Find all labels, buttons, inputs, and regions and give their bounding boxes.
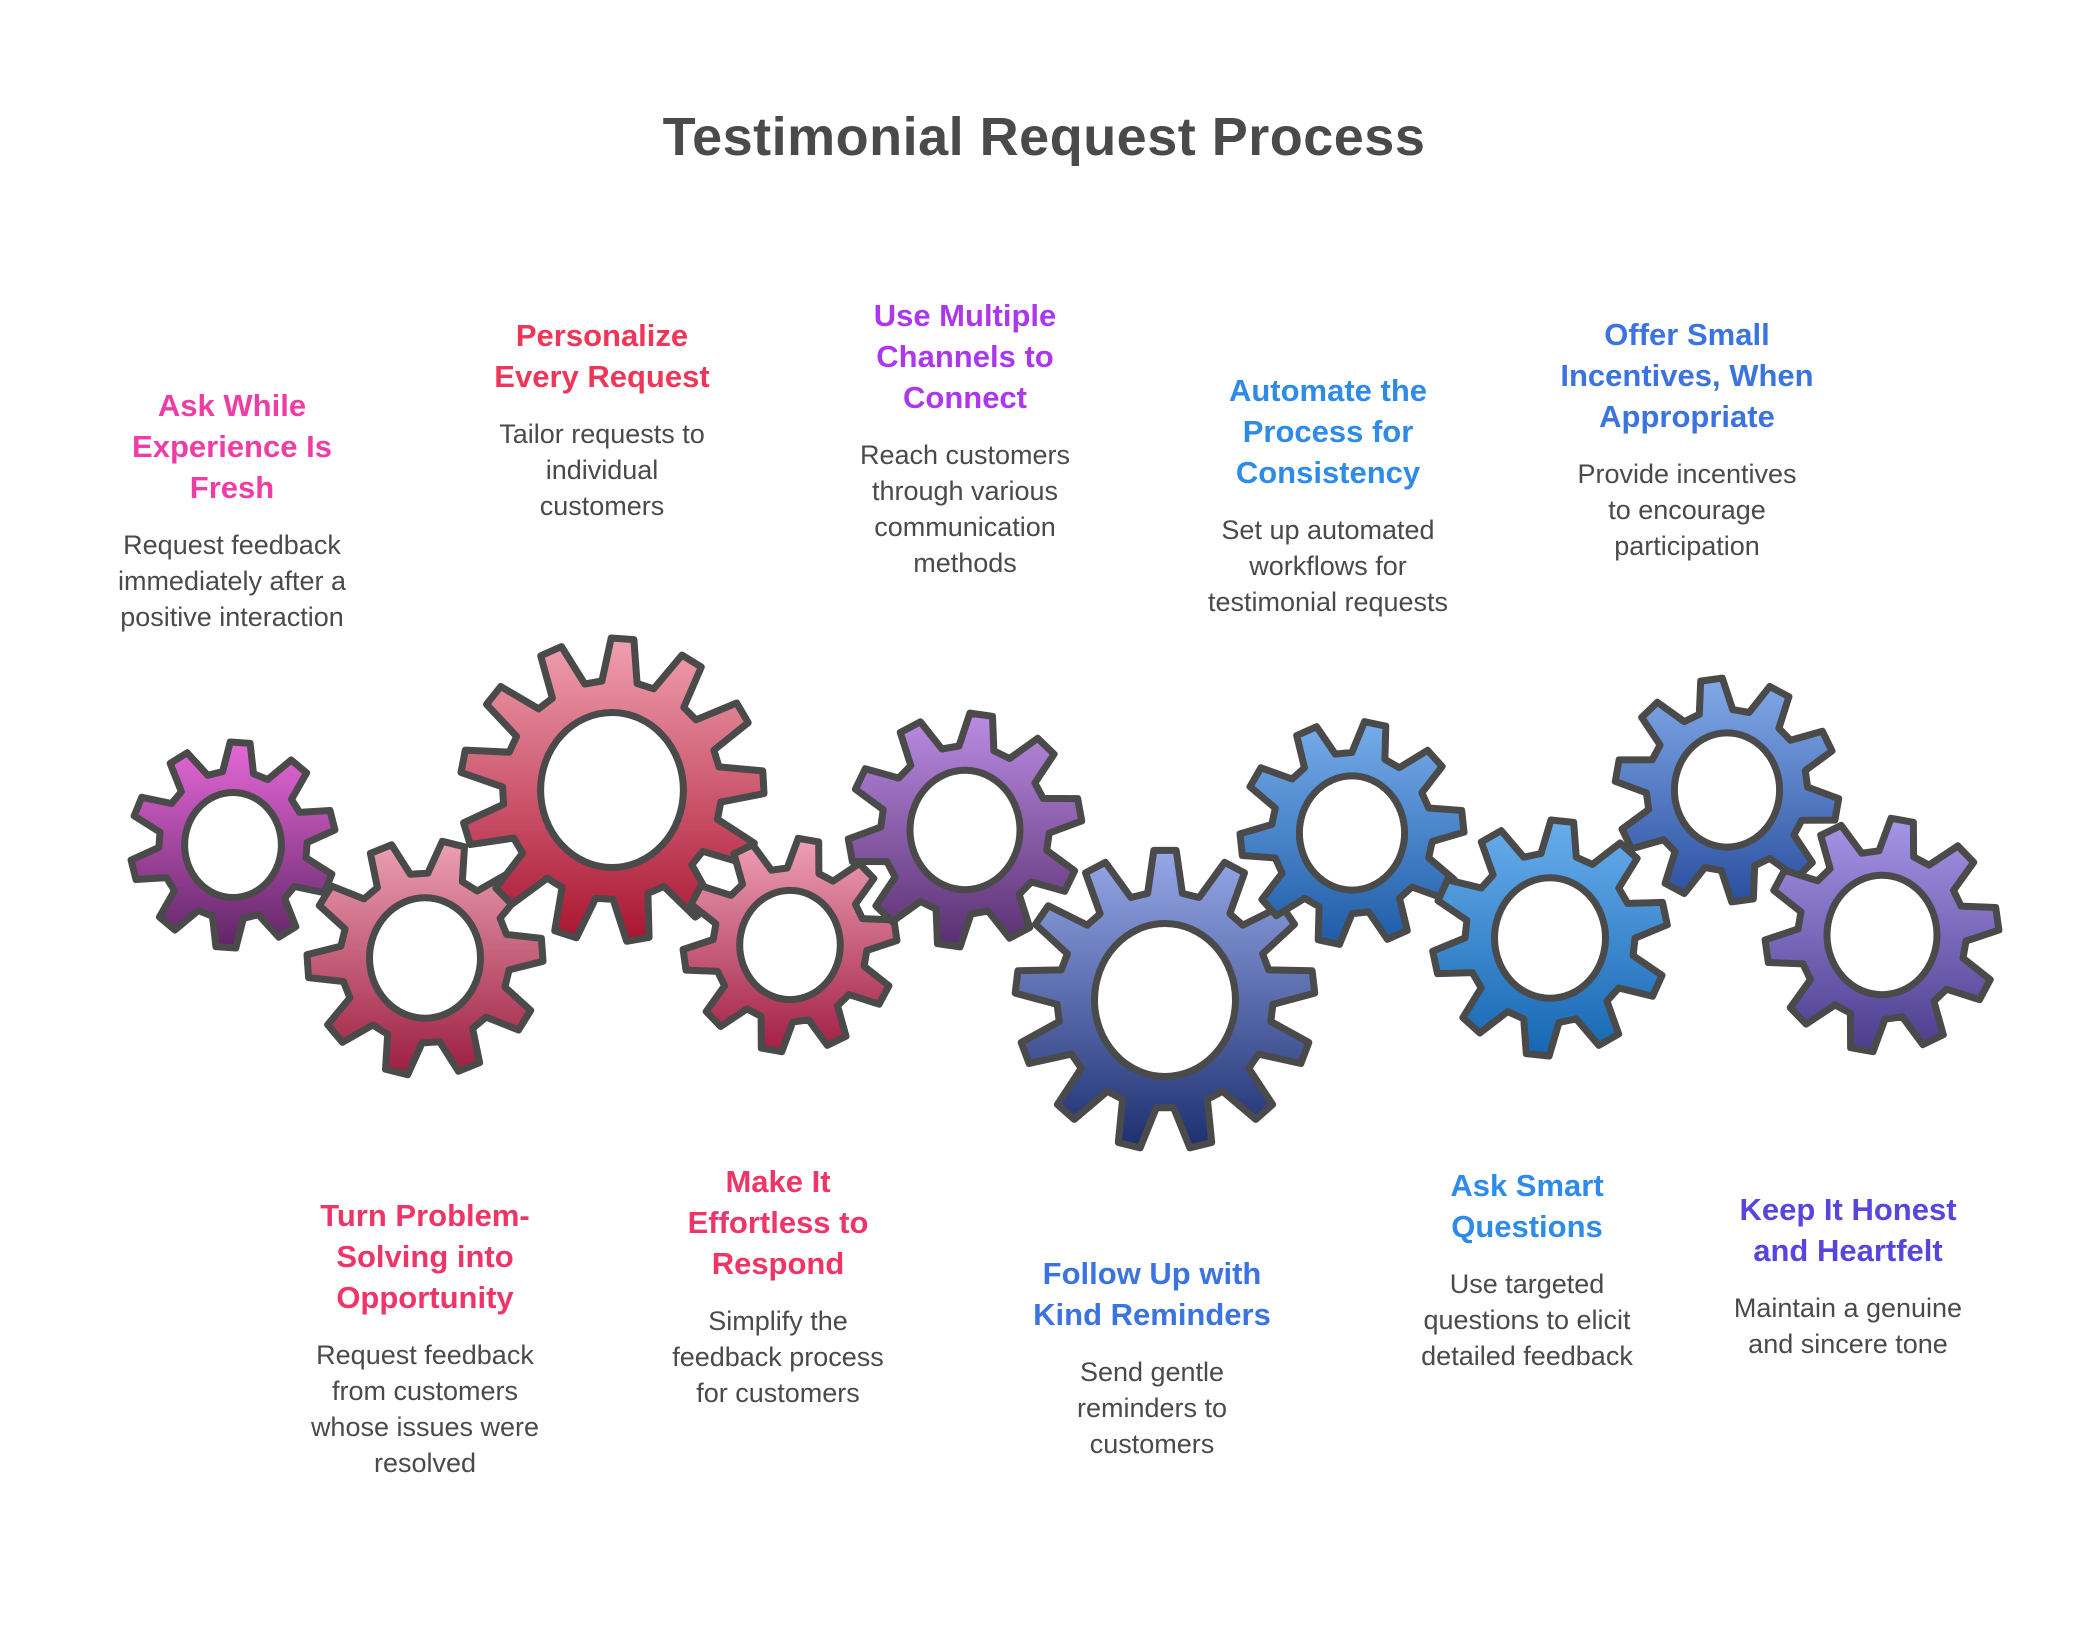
gear-2-hole <box>366 894 484 1022</box>
gear-10-hole <box>1823 871 1941 999</box>
step-card-offer-incentives: Offer Small Incentives, When Appropriate… <box>1507 315 1867 564</box>
gear-4-hole <box>736 886 844 1004</box>
step-body: Reach customers through various communic… <box>859 439 1071 579</box>
step-body: Request feedback immediately after a pos… <box>117 529 347 633</box>
gear-5-hole <box>906 766 1024 894</box>
step-heading: Ask While Experience Is Fresh <box>132 388 332 505</box>
step-heading: Personalize Every Request <box>494 318 710 394</box>
step-body: Maintain a genuine and sincere tone <box>1733 1292 1963 1359</box>
step-body: Send gentle reminders to customers <box>1076 1356 1228 1460</box>
step-card-smart-questions: Ask Smart Questions Use targeted questio… <box>1347 1166 1707 1374</box>
gear-3-hole <box>537 709 687 871</box>
gear-8-hole <box>1491 874 1609 1002</box>
gear-7-hole <box>1295 772 1409 894</box>
step-body: Request feedback from customers whose is… <box>310 1339 540 1479</box>
gear-9-hole <box>1670 729 1784 851</box>
step-body: Provide incentives to encourage particip… <box>1577 458 1797 562</box>
step-body: Set up automated workflows for testimoni… <box>1207 514 1449 618</box>
step-body: Use targeted questions to elicit detaile… <box>1421 1268 1633 1372</box>
step-body: Tailor requests to individual customers <box>499 418 705 522</box>
gear-6-hole <box>1091 920 1239 1080</box>
gear-1-hole <box>181 789 285 901</box>
step-card-effortless-respond: Make It Effortless to Respond Simplify t… <box>598 1162 958 1411</box>
step-card-personalize: Personalize Every Request Tailor request… <box>422 316 782 524</box>
step-card-follow-up: Follow Up with Kind Reminders Send gentl… <box>972 1254 1332 1462</box>
step-card-problem-solving: Turn Problem- Solving into Opportunity R… <box>245 1196 605 1481</box>
step-card-ask-while-fresh: Ask While Experience Is Fresh Request fe… <box>52 386 412 635</box>
step-heading: Turn Problem- Solving into Opportunity <box>320 1198 530 1315</box>
step-heading: Automate the Process for Consistency <box>1228 373 1428 490</box>
step-heading: Use Multiple Channels to Connect <box>873 298 1057 415</box>
step-heading: Keep It Honest and Heartfelt <box>1739 1192 1957 1268</box>
step-body: Simplify the feedback process for custom… <box>672 1305 884 1409</box>
step-heading: Make It Effortless to Respond <box>687 1164 869 1281</box>
page-title: Testimonial Request Process <box>662 107 1426 167</box>
step-card-multiple-channels: Use Multiple Channels to Connect Reach c… <box>785 296 1145 581</box>
step-card-automate-process: Automate the Process for Consistency Set… <box>1148 371 1508 620</box>
step-heading: Ask Smart Questions <box>1450 1168 1604 1244</box>
step-card-honest-heartfelt: Keep It Honest and Heartfelt Maintain a … <box>1668 1190 2028 1362</box>
step-heading: Offer Small Incentives, When Appropriate <box>1560 317 1814 434</box>
step-heading: Follow Up with Kind Reminders <box>1033 1256 1271 1332</box>
